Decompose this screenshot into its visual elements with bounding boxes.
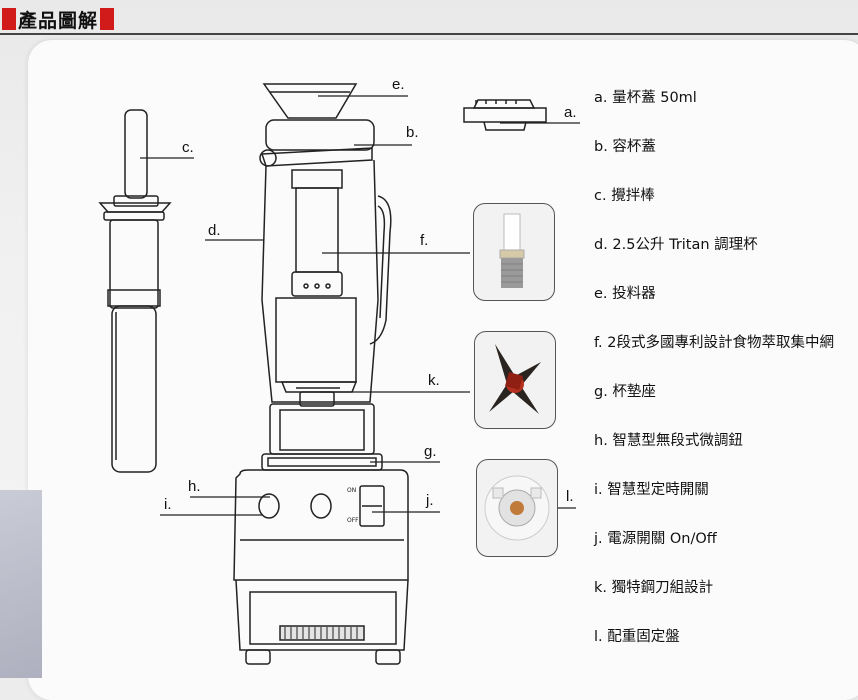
callout-g: g.	[424, 443, 437, 460]
power-switch-drawing	[359, 485, 385, 527]
filter-drawing	[275, 169, 357, 383]
callout-j: j.	[426, 492, 434, 509]
base-plate-photo	[476, 459, 558, 557]
callout-e: e.	[392, 76, 405, 93]
callout-f: f.	[420, 232, 429, 249]
legend-item-j: j. 電源開關 On/Off	[594, 531, 717, 547]
leader-lines	[140, 95, 580, 516]
callout-i: i.	[164, 496, 172, 513]
jar-drawing	[261, 159, 392, 403]
legend-item-l: l. 配重固定盤	[594, 629, 680, 645]
diagram-board	[28, 40, 858, 700]
title-marker-left	[2, 8, 16, 30]
callout-h: h.	[188, 478, 201, 495]
feeder-drawing	[262, 83, 358, 119]
legend-item-b: b. 容杯蓋	[594, 139, 656, 155]
callout-k: k.	[428, 372, 440, 389]
tamper-drawing	[98, 109, 172, 473]
filter-photo	[473, 203, 555, 301]
title-marker-right	[100, 8, 115, 30]
legend-item-a: a. 量杯蓋 50ml	[594, 90, 697, 106]
legend-item-i: i. 智慧型定時開關	[594, 482, 709, 498]
switch-off-label: OFF	[347, 517, 359, 524]
page-title: 產品圖解	[2, 5, 115, 33]
legend-item-f: f. 2段式多國專利設計食物萃取集中網	[594, 335, 834, 351]
legend-item-h: h. 智慧型無段式微調鈕	[594, 433, 743, 449]
jar-pad-drawing	[261, 403, 383, 471]
legend-item-d: d. 2.5公升 Tritan 調理杯	[594, 237, 758, 253]
blender-diagram: ON OFF	[98, 83, 580, 665]
timer-knob-drawing	[258, 493, 280, 519]
legend-item-k: k. 獨特鋼刀組設計	[594, 580, 714, 596]
callout-c: c.	[182, 139, 194, 156]
callout-d: d.	[208, 222, 221, 239]
title-rule	[0, 33, 858, 35]
blade-photo	[474, 331, 556, 429]
measuring-cap-drawing	[463, 99, 547, 131]
callout-a: a.	[564, 104, 577, 121]
page-title-text: 產品圖解	[18, 9, 99, 32]
corner-shade	[0, 490, 42, 678]
legend-item-c: c. 攪拌棒	[594, 188, 655, 204]
switch-on-label: ON	[347, 487, 356, 494]
base-drawing	[233, 469, 409, 665]
legend-item-g: g. 杯墊座	[594, 384, 656, 400]
speed-knob-drawing	[310, 493, 332, 519]
callout-l: l.	[566, 488, 574, 505]
legend-item-e: e. 投料器	[594, 286, 656, 302]
lid-drawing	[259, 119, 375, 167]
callout-b: b.	[406, 124, 419, 141]
